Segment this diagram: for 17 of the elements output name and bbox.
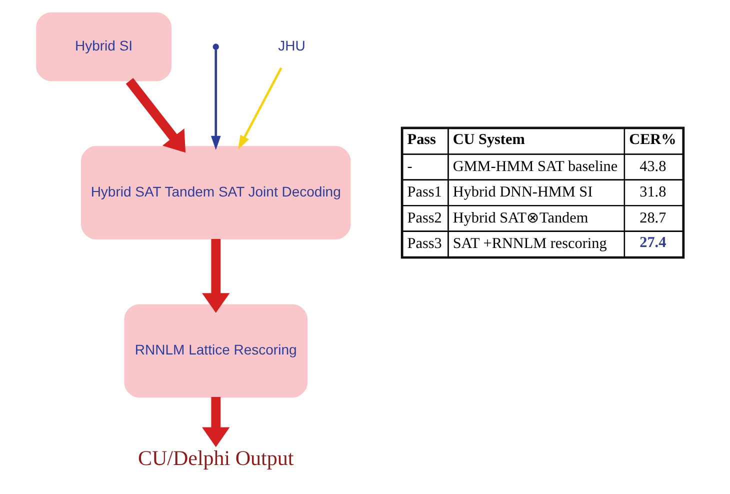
label: GMM-HMM SAT baseline <box>452 158 618 175</box>
label: Pass <box>407 131 436 148</box>
label: Pass1 <box>407 184 442 201</box>
label: 27.4 <box>640 234 666 251</box>
label: Pass3 <box>407 235 442 252</box>
label: Pass2 <box>407 209 442 226</box>
label: - <box>407 158 412 175</box>
node-text: CU/Delphi Output <box>138 446 294 470</box>
label: 28.7 <box>640 209 666 226</box>
node-text: JHU <box>278 37 306 54</box>
label: Hybrid SAT⊗Tandem <box>452 209 588 226</box>
label: SAT +RNNLM rescoring <box>452 235 607 252</box>
label: Hybrid DNN-HMM SI <box>452 184 593 201</box>
label: CER% <box>629 131 676 148</box>
label: 43.8 <box>640 158 666 175</box>
label: CU System <box>452 131 525 148</box>
label: 31.8 <box>640 184 666 201</box>
